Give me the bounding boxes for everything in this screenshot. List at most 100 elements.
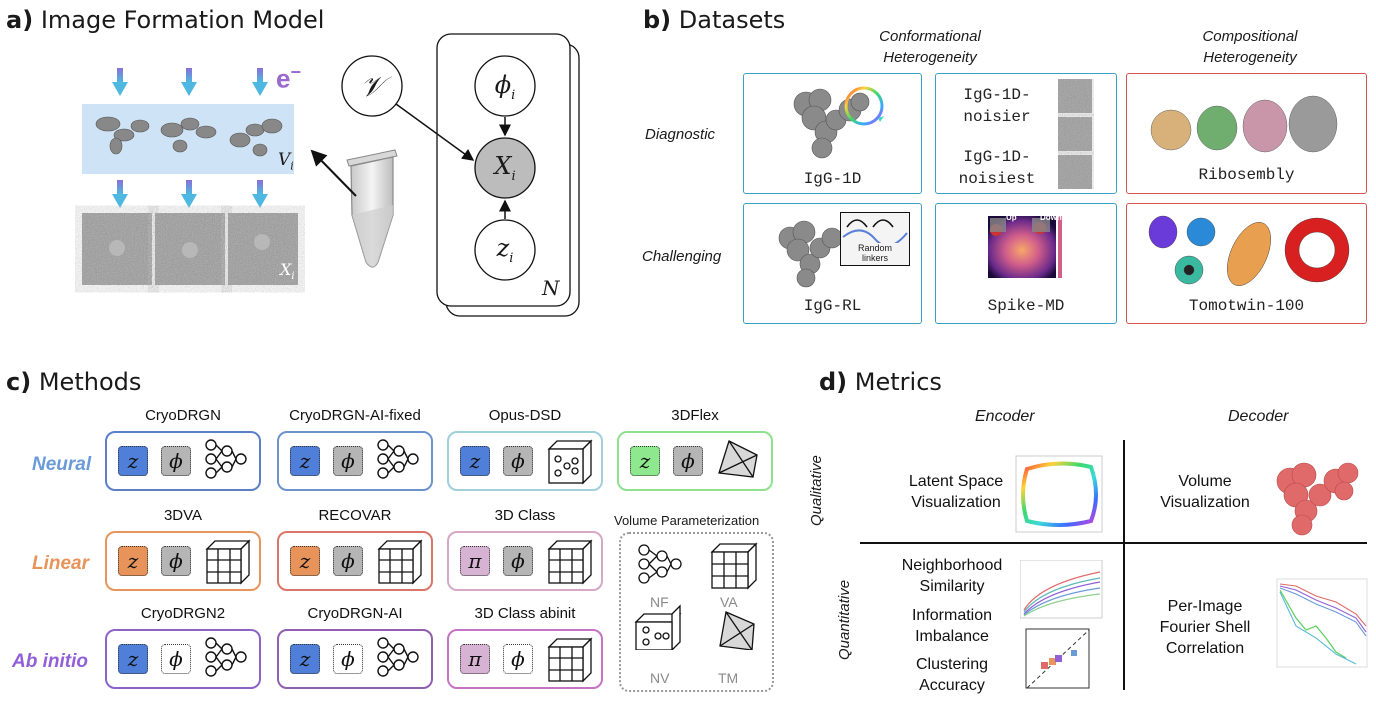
dataset-ribosembly: Ribosembly xyxy=(1126,73,1367,194)
method-label-flex3d: 3DFlex xyxy=(671,407,719,424)
voxel-grid-icon xyxy=(203,537,251,590)
latent-space-plot xyxy=(1015,455,1103,533)
node-volume-label: 𝒱 xyxy=(360,70,384,103)
plate-label: N xyxy=(542,276,560,300)
node-phi xyxy=(474,55,536,117)
symbol-phi-chip: ϕ xyxy=(673,446,703,476)
symbol-z-chip: z xyxy=(630,446,660,476)
ribosome-shapes xyxy=(1150,95,1338,153)
symbol-phi-chip: ϕ xyxy=(333,644,363,674)
method-label-opus-dsd: Opus-DSD xyxy=(488,407,562,424)
method-label-cryodrgn: CryoDRGN xyxy=(145,407,221,424)
symbol-phi-chip: ϕ xyxy=(333,446,363,476)
dataset-igg1d-noisy: IgG-1D-noisier IgG-1D-noisiest xyxy=(935,73,1117,194)
neural-network-icon xyxy=(375,437,419,486)
volume-render-icon xyxy=(1276,462,1359,536)
neural-network-icon xyxy=(203,437,247,486)
dataset-igg1d: IgG-1D xyxy=(743,73,922,194)
volume-param-box xyxy=(619,532,774,692)
row-diagnostic: Diagnostic xyxy=(645,126,716,143)
neural-network-icon xyxy=(203,635,247,684)
dataset-spikemd-label: Spike-MD xyxy=(987,297,1065,315)
neighborhood-plot xyxy=(1020,560,1103,619)
symbol-phi-chip: ϕ xyxy=(161,446,191,476)
dataset-noisier-label: IgG-1D-noisier xyxy=(963,86,1031,126)
symbol-phi-chip: ϕ xyxy=(333,546,363,576)
node-x-label: Xi xyxy=(494,152,516,184)
row-linear: Linear xyxy=(32,553,90,574)
node-phi-label: ϕi xyxy=(494,71,516,103)
dataset-noisiest-label: IgG-1D-noisiest xyxy=(958,148,1036,188)
dataset-ribosembly-label: Ribosembly xyxy=(1198,166,1295,184)
method-label-class3d: 3D Class xyxy=(494,507,556,524)
symbol-z-chip: z xyxy=(118,546,148,576)
symbol-z-chip: z xyxy=(290,546,320,576)
node-x xyxy=(474,137,536,199)
volume-label: Vi xyxy=(278,150,294,173)
voxel-grid-icon xyxy=(545,537,593,590)
panel-d-title: d) Metrics xyxy=(819,368,942,396)
symbol-phi-chip: ϕ xyxy=(161,644,191,674)
row-challenging: Challenging xyxy=(642,248,722,265)
projection-arrows xyxy=(112,180,268,208)
spike-density-plot xyxy=(988,216,1062,278)
dataset-iggrl: Random linkers IgG-RL xyxy=(743,203,922,324)
dataset-igg1d-label: IgG-1D xyxy=(803,170,862,188)
iggrl-structure-icon xyxy=(778,220,843,288)
panel-a-title: a) Image Formation Model xyxy=(6,6,325,34)
dataset-iggrl-label: IgG-RL xyxy=(803,297,862,315)
panel-c-title: c) Methods xyxy=(6,368,142,396)
neural-network-icon xyxy=(375,635,419,684)
symbol-z-chip: z xyxy=(460,446,490,476)
vp-nv-label: NV xyxy=(650,670,670,686)
metrics-grid-lines xyxy=(860,440,1367,690)
volume-param-title: Volume Parameterization xyxy=(614,513,760,528)
image-formation-diagram xyxy=(82,33,580,317)
method-label-dva3: 3DVA xyxy=(163,507,203,524)
voxel-grid-icon xyxy=(375,537,423,590)
row-neural: Neural xyxy=(32,454,92,475)
symbol-phi-chip: ϕ xyxy=(503,644,533,674)
image-label: Xi xyxy=(280,260,295,283)
col-encoder: Encoder xyxy=(975,408,1035,425)
symbol-z-chip: z xyxy=(118,644,148,674)
row-qualitative: Qualitative xyxy=(808,455,825,526)
method-label-class3d-abinitio: 3D Class abinit xyxy=(474,605,576,622)
electron-beam-arrows xyxy=(112,68,268,96)
col-decoder: Decoder xyxy=(1228,408,1289,425)
dataset-tomotwin: Tomotwin-100 xyxy=(1126,203,1367,324)
method-label-recovar: RECOVAR xyxy=(318,507,392,524)
information-imbalance-plot xyxy=(1025,628,1090,689)
vp-tm-label: TM xyxy=(718,670,739,686)
symbol-pi-chip: π xyxy=(460,546,490,576)
igg-structure-icon xyxy=(793,86,884,159)
random-linkers-label-1: Random xyxy=(857,243,893,253)
micrograph-images xyxy=(82,213,298,285)
dataset-tomotwin-label: Tomotwin-100 xyxy=(1188,297,1305,315)
sample-tube-icon xyxy=(346,149,398,268)
random-linkers-label-2: linkers xyxy=(861,253,888,263)
vp-va-label: VA xyxy=(720,594,738,610)
protein-shapes xyxy=(95,116,283,157)
symbol-z-chip: z xyxy=(290,446,320,476)
spike-down-label: Down xyxy=(1040,213,1062,222)
node-z-label: zi xyxy=(496,234,514,266)
spike-up-label: Up xyxy=(1006,213,1017,222)
neural-volume-icon xyxy=(545,437,593,490)
node-volume xyxy=(341,55,403,117)
dataset-spikemd: Up Down Spike-MD xyxy=(935,203,1117,324)
method-label-cryodrgn2: CryoDRGN2 xyxy=(140,605,226,622)
method-label-cryodrgn-ai-fixed: CryoDRGN-AI-fixed xyxy=(289,407,421,424)
